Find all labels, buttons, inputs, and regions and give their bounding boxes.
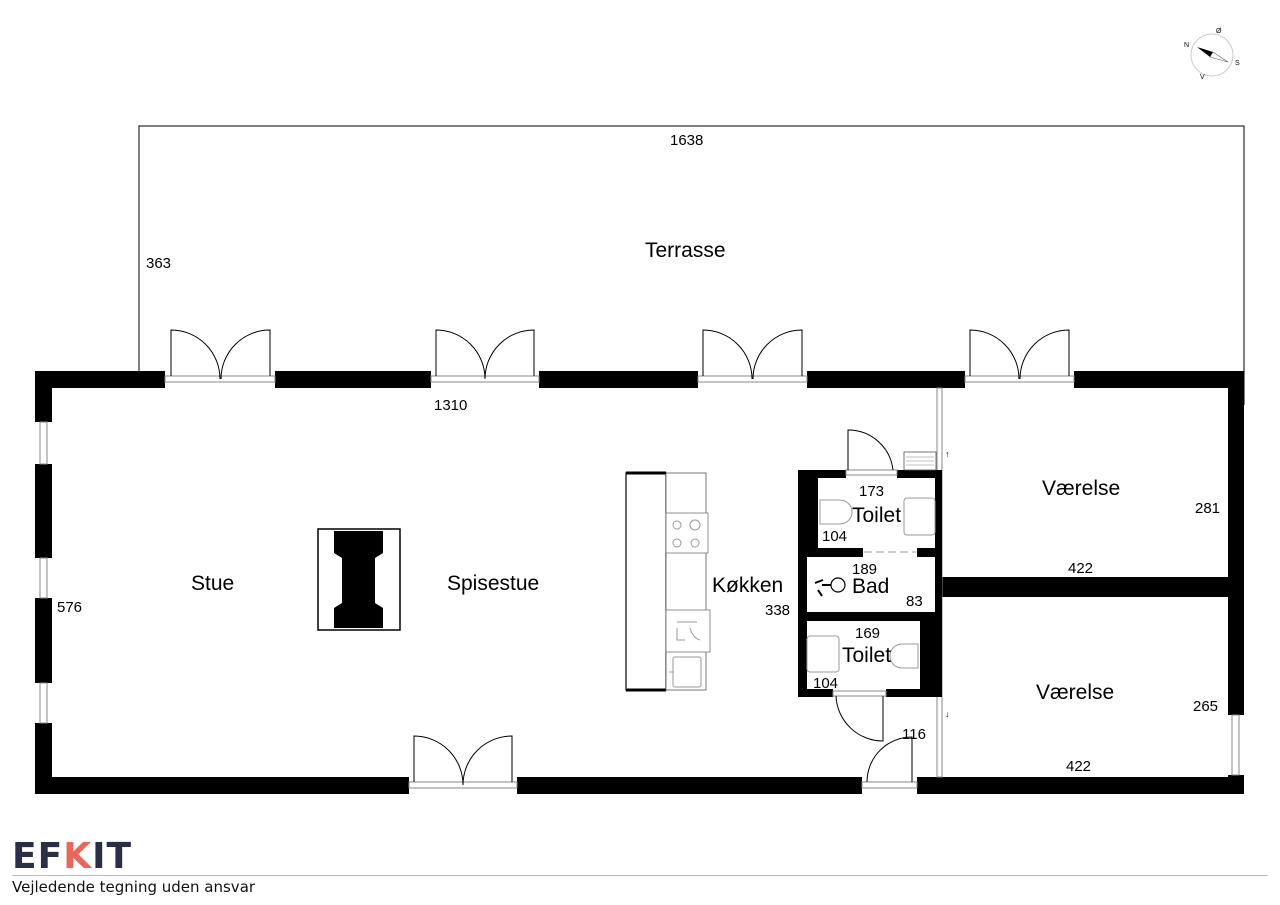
shower-icon	[814, 577, 846, 597]
logo-text-k: K	[63, 836, 93, 877]
terrace-outline	[138, 125, 1245, 405]
room-label-toilet-1: Toilet	[852, 504, 901, 527]
room-label-living: Stue	[191, 572, 234, 595]
dim-terrace-depth: 363	[146, 255, 171, 272]
company-logo: EFKIT	[12, 836, 132, 877]
entrance-doors[interactable]	[408, 735, 918, 789]
room-label-bedroom-1: Værelse	[1042, 477, 1120, 500]
compass-south: S	[1235, 60, 1240, 67]
footer-divider	[12, 875, 1268, 876]
dim-toilet-2-width: 169	[855, 625, 880, 642]
disclaimer-text: Vejledende tegning uden ansvar	[12, 878, 256, 896]
room-label-dining: Spisestue	[447, 572, 539, 595]
dining-table	[317, 528, 401, 631]
room-label-bedroom-2: Værelse	[1036, 681, 1114, 704]
toilet-icon	[806, 497, 936, 673]
room-label-bath: Bad	[852, 575, 889, 598]
dishwasher-icon	[665, 609, 711, 653]
dim-bedroom-1-depth: 281	[1195, 500, 1220, 517]
kitchen-island	[625, 471, 707, 692]
dim-house-width: 1310	[434, 397, 467, 414]
dim-toilet-1-depth: 104	[822, 528, 847, 545]
arrow-up-icon: ↑	[945, 449, 950, 459]
dim-bedroom-2-depth: 265	[1193, 698, 1218, 715]
terrace-doors[interactable]	[164, 329, 1075, 383]
compass-east: Ø	[1216, 28, 1222, 35]
logo-text-it: IT	[92, 836, 133, 877]
dim-terrace-width: 1638	[670, 132, 703, 149]
exterior-walls	[35, 371, 1244, 794]
room-label-terrace: Terrasse	[645, 239, 726, 262]
dim-bedroom-1-width: 422	[1068, 560, 1093, 577]
dim-hall-width: 116	[902, 726, 926, 743]
logo-text-ef: EF	[12, 836, 64, 877]
dim-toilet-1-width: 173	[859, 483, 884, 500]
dim-toilet-2-depth: 104	[813, 675, 838, 692]
dim-house-depth: 576	[57, 599, 82, 616]
compass-west: V	[1200, 74, 1205, 81]
arrow-down-icon: ↓	[945, 709, 950, 719]
room-label-toilet-2: Toilet	[842, 644, 891, 667]
dim-bath-width: 189	[852, 561, 877, 578]
dim-bedroom-2-width: 422	[1066, 758, 1091, 775]
sink-icon	[669, 656, 702, 688]
dim-bath-depth: 83	[906, 593, 923, 610]
room-label-kitchen: Køkken	[712, 574, 783, 597]
compass-north: N	[1184, 42, 1189, 49]
compass-icon: N Ø S V	[1184, 28, 1240, 81]
stove-icon	[665, 512, 709, 554]
dim-kitchen-depth: 338	[765, 602, 790, 619]
